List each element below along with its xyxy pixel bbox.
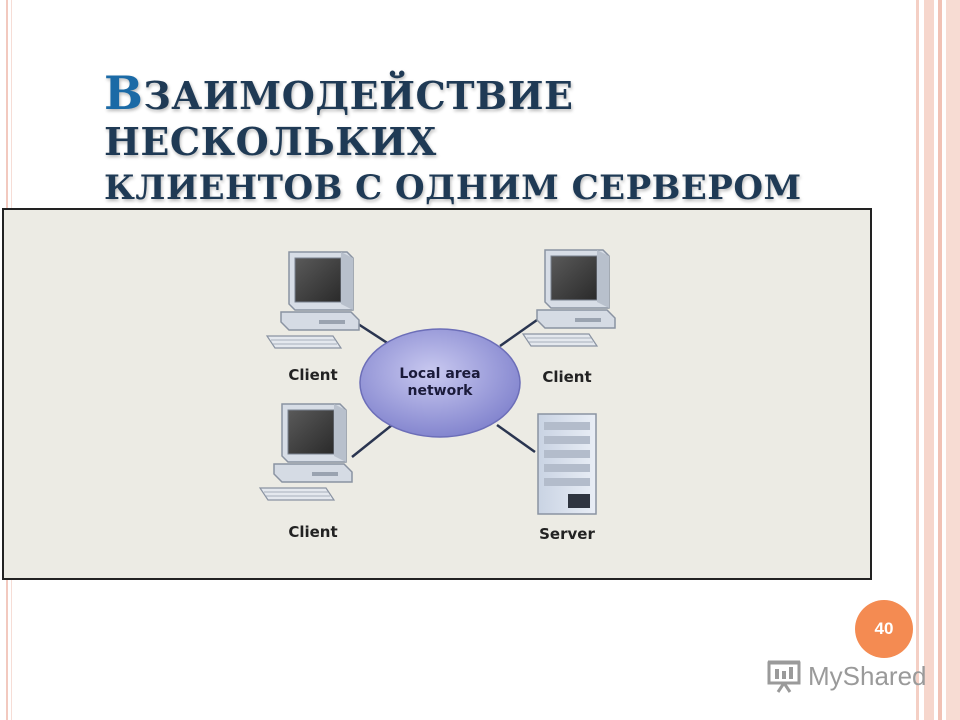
network-label: Local area network: [390, 366, 490, 400]
page-number-badge: 40: [855, 600, 913, 658]
watermark-logo: MyShared: [766, 656, 927, 696]
client-label: Client: [268, 523, 358, 541]
link-client3: [352, 425, 392, 457]
network-label-line1: Local area: [390, 366, 490, 383]
network-label-line2: network: [390, 383, 490, 400]
computer-icon: [523, 250, 615, 346]
client-label: Client: [522, 368, 612, 386]
server-label: Server: [522, 525, 612, 543]
link-server: [497, 425, 535, 452]
client-label: Client: [268, 366, 358, 384]
presentation-icon: [766, 658, 802, 694]
computer-icon: [260, 404, 352, 500]
watermark-text: MyShared: [808, 661, 927, 692]
server-icon: [538, 414, 596, 514]
computer-icon: [267, 252, 359, 348]
